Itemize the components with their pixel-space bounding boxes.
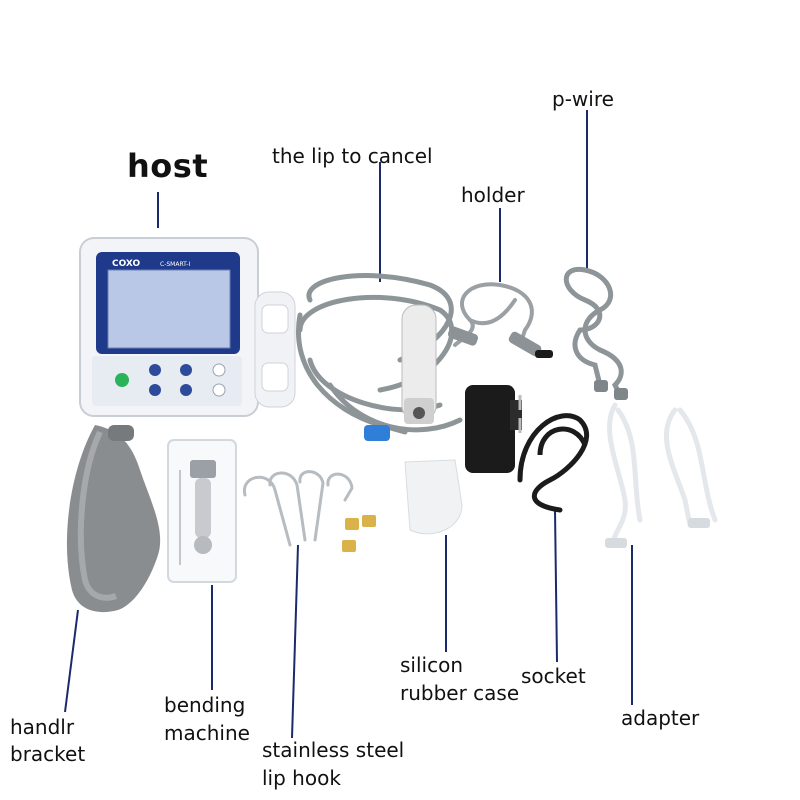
label-holder: holder: [461, 183, 525, 207]
label-lip-to-cancel: the lip to cancel: [272, 144, 433, 168]
lip-hooks: [243, 470, 354, 547]
label-bending-line2: machine: [164, 721, 250, 745]
p-wire: [563, 266, 624, 398]
host-device: COXO C-SMART-I: [79, 237, 296, 417]
label-p-wire: p-wire: [552, 87, 614, 111]
lip-probe: [364, 304, 437, 441]
p-wire-plug-b: [614, 388, 628, 400]
lip-hook-clips: [342, 515, 376, 552]
leader-lines: [64, 110, 633, 739]
leader-line-socket: [554, 509, 558, 663]
adapter-plug-a: [605, 538, 627, 548]
device-model: C-SMART-I: [160, 261, 190, 268]
label-socket: socket: [521, 664, 586, 688]
adapter-cables: [607, 402, 718, 548]
leader-line-bracket: [64, 609, 79, 713]
label-host: host: [127, 147, 209, 185]
cable-connector: [364, 425, 390, 441]
label-handle-bracket-line2: bracket: [10, 742, 86, 766]
device-brand: COXO: [112, 259, 141, 269]
holder-plugs: [447, 326, 553, 358]
bending-machine: [167, 439, 237, 583]
label-silicon-line1: silicon: [400, 653, 463, 677]
label-lip-hook-line1: stainless steel: [262, 738, 405, 762]
label-handle-bracket-line1: handlr: [10, 715, 75, 739]
power-adapter: [465, 385, 589, 513]
label-bending-line1: bending: [164, 693, 246, 717]
label-silicon-line2: rubber case: [400, 681, 520, 705]
label-lip-hook-line2: lip hook: [262, 766, 341, 790]
silicon-rubber-case: [404, 459, 463, 535]
power-button: [115, 373, 129, 387]
adapter-plug-b: [688, 518, 710, 528]
p-wire-plug-a: [594, 380, 608, 392]
leader-line-lip-hook: [291, 544, 299, 739]
label-adapter: adapter: [621, 706, 700, 730]
device-screen: [107, 269, 231, 349]
handle-bracket: [66, 425, 161, 613]
